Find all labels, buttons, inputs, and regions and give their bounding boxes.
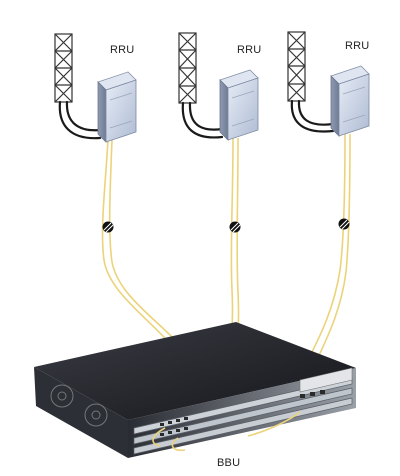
fan-1 (50, 384, 74, 408)
rru-label-2: RRU (237, 44, 262, 56)
antenna-2 (178, 32, 197, 104)
rru-label-3: RRU (345, 40, 370, 52)
fan-2 (84, 403, 108, 427)
bbu-slot-boards (133, 377, 353, 455)
rru-unit-1 (97, 71, 137, 143)
jumper-cables-1 (58, 100, 102, 140)
rru-unit-2 (219, 69, 259, 141)
bbu-ports (160, 390, 325, 436)
fiber-connector-1 (102, 221, 114, 233)
rru-unit-3 (330, 65, 370, 137)
jumper-cables-2 (181, 101, 224, 139)
antenna-1 (54, 33, 73, 103)
antenna-3 (287, 31, 306, 102)
bbu-chassis (34, 322, 356, 458)
rru-label-1: RRU (110, 44, 135, 56)
jumper-cables-3 (290, 99, 335, 133)
fiber-connector-2 (229, 221, 241, 233)
fiber-connector-3 (338, 218, 350, 230)
bbu-label: BBU (217, 457, 241, 469)
fiber-ends (152, 411, 301, 452)
